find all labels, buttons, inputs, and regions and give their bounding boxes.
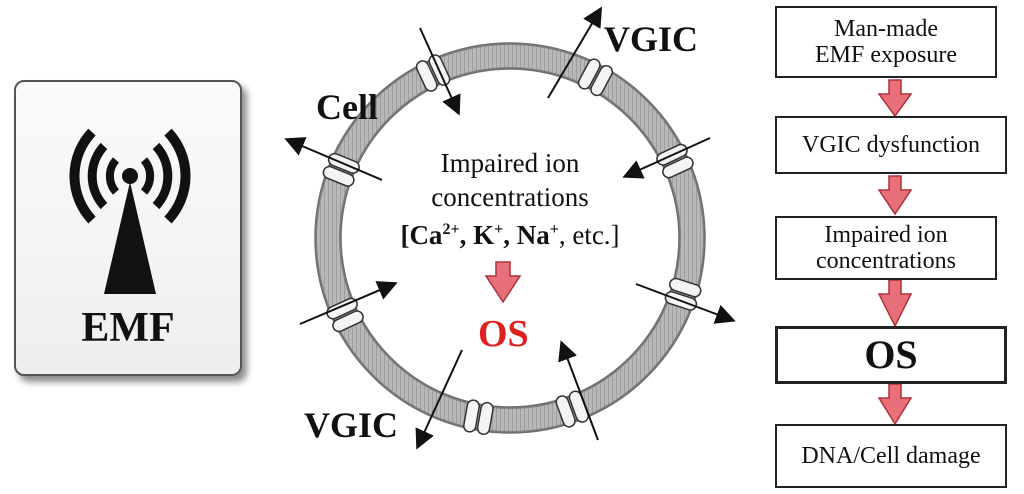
flow-step2-text: VGIC dysfunction <box>802 132 980 158</box>
signal-wave-right-outer <box>164 128 191 224</box>
antenna-tower <box>104 182 156 294</box>
cell-membrane-texture <box>317 45 703 431</box>
flow-step-impaired-ion: Impaired ion concentrations <box>775 216 997 280</box>
flow-step1-line1: Man-made <box>834 16 938 42</box>
ion-channel-icon <box>555 390 589 428</box>
signal-wave-right-middle <box>152 142 173 210</box>
cell-membrane-inner-edge <box>340 68 680 408</box>
flow-step5-text: DNA/Cell damage <box>801 443 981 469</box>
cell-center-line1: Impaired ion <box>440 148 580 178</box>
cell-label: Cell <box>316 87 378 127</box>
flow-step-os: OS <box>775 326 1007 384</box>
emf-label: EMF <box>81 305 175 351</box>
ion-flow-arrow-lower-right <box>635 283 736 324</box>
signal-wave-left-inner <box>105 157 120 195</box>
flow-step-dna-damage: DNA/Cell damage <box>775 424 1007 488</box>
cell-membrane-outer-edge <box>314 42 706 434</box>
down-arrow-icon <box>484 261 522 304</box>
vgic-label-bottom: VGIC <box>304 405 399 445</box>
emf-panel: EMF <box>14 80 242 376</box>
ion-channel-icon <box>463 399 494 436</box>
ion-flow-arrow-lower-left <box>299 281 398 325</box>
vgic-label-top: VGIC <box>604 19 699 59</box>
ion-flow-arrow-bottom-right <box>558 340 599 441</box>
flow-step-vgic-dysfunction: VGIC dysfunction <box>775 116 1007 174</box>
ion-channel-icon <box>577 58 614 97</box>
ion-flow-arrow-bottom-left <box>415 349 463 450</box>
flow-arrow-2 <box>877 175 913 216</box>
flow-step-emf-exposure: Man-made EMF exposure <box>775 6 997 78</box>
ion-list: [Ca2+, K+, Na+, etc.] <box>400 220 620 250</box>
flow-step3-line1: Impaired ion <box>824 222 948 248</box>
flow-step3-line2: concentrations <box>816 248 956 274</box>
signal-wave-right-inner <box>140 157 155 195</box>
ion-flow-arrow-left <box>284 137 383 181</box>
ion-flow-arrow-right <box>622 137 711 179</box>
antenna-tip <box>122 168 138 184</box>
signal-wave-left-outer <box>69 128 96 224</box>
flow-arrow-3 <box>877 279 913 328</box>
os-label-cell: OS <box>478 313 529 355</box>
cell-center-line2: concentrations <box>431 182 589 212</box>
flow-arrow-1 <box>877 79 913 118</box>
flow-step4-text: OS <box>864 332 918 377</box>
ion-flow-arrow-top-right <box>547 6 603 99</box>
flow-arrow-4 <box>877 383 913 426</box>
flow-step1-line2: EMF exposure <box>815 42 957 68</box>
antenna-icon <box>69 128 191 294</box>
ion-flow-arrow-top-left <box>419 27 461 116</box>
signal-wave-left-middle <box>87 142 108 210</box>
